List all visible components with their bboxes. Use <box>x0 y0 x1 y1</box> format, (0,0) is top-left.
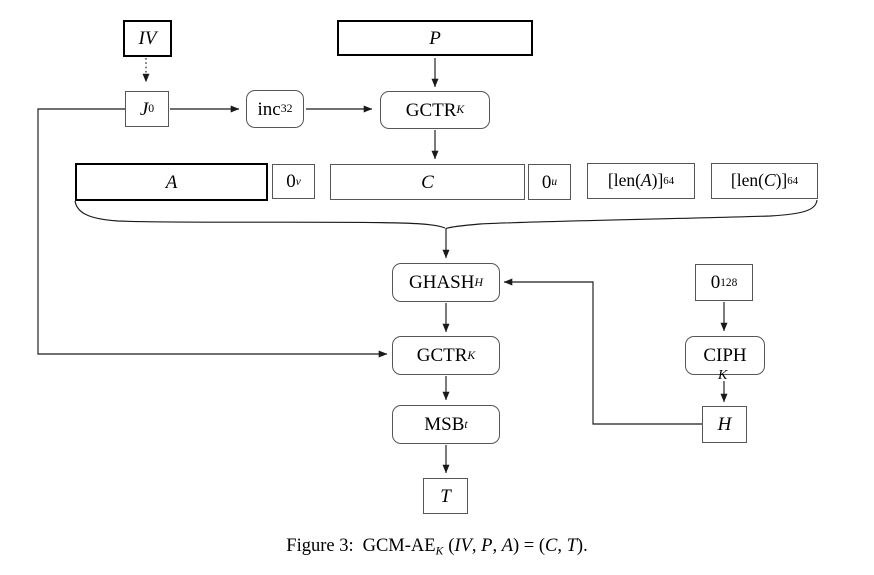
caption-sep1: , <box>471 536 482 556</box>
inc32-label: inc <box>257 98 281 120</box>
len-c-box: [len(C)]64 <box>711 163 818 199</box>
caption-figure-number: Figure 3: <box>286 536 354 556</box>
len-a-prefix: [len( <box>607 170 641 191</box>
p-box: P <box>337 20 533 56</box>
c-label: C <box>421 171 434 193</box>
len-a-var: A <box>640 170 652 191</box>
caption-arg-iv: IV <box>454 536 472 556</box>
caption-key-subscript: K <box>435 545 444 558</box>
caption-close: ). <box>576 536 588 556</box>
msb-label: MSB <box>424 414 465 435</box>
gather-brace-right <box>445 199 818 230</box>
iv-label: IV <box>138 28 157 49</box>
a-box: A <box>75 163 268 201</box>
c-box: C <box>330 164 525 200</box>
gctr-mid-label: GCTR <box>416 345 468 366</box>
caption-algorithm-name: GCM-AE <box>362 536 436 556</box>
zero-u-base: 0 <box>541 171 552 193</box>
h-label: H <box>717 414 732 435</box>
p-label: P <box>429 27 441 49</box>
gather-brace-left <box>74 200 446 229</box>
feedback-j0-to-gctr2 <box>37 108 388 358</box>
t-label: T <box>440 485 451 507</box>
caption-arg-a: A <box>501 536 514 556</box>
ghash-label: GHASH <box>409 272 475 293</box>
len-c-suffix: )] <box>775 170 788 191</box>
h-box: H <box>702 406 747 443</box>
ciph-box: CIPH <box>685 336 765 375</box>
ciph-label: CIPH <box>703 345 747 366</box>
caption-open-paren: ( <box>448 536 455 556</box>
j0-label: J <box>139 98 149 120</box>
caption-out-t: T <box>566 536 577 556</box>
feedback-h-to-ghash <box>503 278 702 425</box>
a-label: A <box>165 171 178 193</box>
len-c-prefix: [len( <box>730 170 764 191</box>
t-box: T <box>423 478 468 514</box>
gctr-top-label: GCTR <box>405 99 457 121</box>
len-a-suffix: )] <box>651 170 664 191</box>
zero-128-base: 0 <box>710 272 721 293</box>
caption-out-c: C <box>545 536 558 556</box>
ciph-key-subscript: K <box>718 368 728 383</box>
zero-v-base: 0 <box>286 171 296 192</box>
len-a-box: [len(A)]64 <box>587 163 695 199</box>
caption-equals: ) = ( <box>513 536 546 556</box>
caption-sep3: , <box>557 536 567 556</box>
caption-sep2: , <box>492 536 502 556</box>
iv-box: IV <box>123 20 172 57</box>
figure-caption: Figure 3: GCM-AEK (IV, P, A) = (C, T). <box>0 535 874 557</box>
len-c-var: C <box>763 170 776 191</box>
caption-arg-p: P <box>481 536 493 556</box>
